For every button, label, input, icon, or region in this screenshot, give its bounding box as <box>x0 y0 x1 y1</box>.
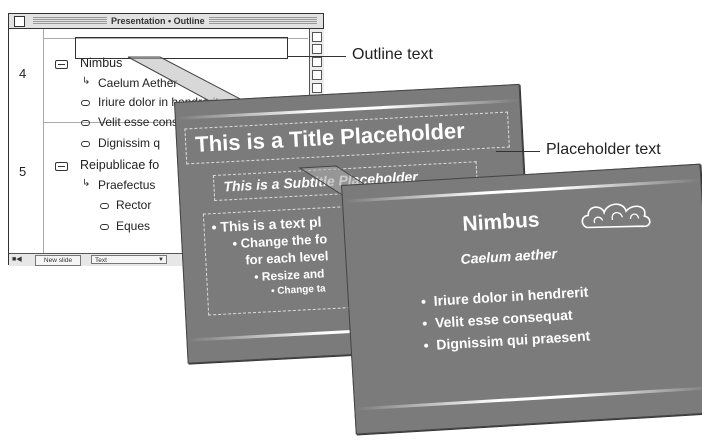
bullet-icon <box>81 120 90 126</box>
close-box[interactable] <box>14 16 25 27</box>
outline-slide-title[interactable]: Nimbus <box>80 56 123 70</box>
bullet-icon <box>100 224 109 230</box>
slide-icon[interactable] <box>55 162 68 171</box>
bullet-icon <box>100 203 109 209</box>
new-slide-button[interactable]: New slide <box>35 255 81 266</box>
outline-item[interactable]: Rector <box>116 198 152 212</box>
placeholder-text-callout: Placeholder text <box>546 141 661 158</box>
slide-bullet[interactable]: • Iriure dolor in hendrerit <box>420 283 589 310</box>
outline-item[interactable]: Eques <box>116 219 151 233</box>
text-style-value: Text <box>95 257 107 264</box>
slide-subtitle[interactable]: Caelum aether <box>460 245 558 268</box>
scroll-page-button[interactable] <box>312 57 322 67</box>
view-buttons[interactable]: ■◀ <box>12 256 22 263</box>
outline-slide-title[interactable]: Reipublicae fo <box>80 158 160 172</box>
outline-item[interactable]: Caelum Aether <box>98 76 178 90</box>
outline-text-callout: Outline text <box>352 46 433 63</box>
slide-title[interactable]: Nimbus <box>461 208 541 236</box>
bullet-icon <box>81 141 90 147</box>
window-title: Presentation • Outline <box>107 14 209 28</box>
slide-bullet[interactable]: • Dignissim qui praesent <box>423 327 591 354</box>
outline-item[interactable]: Praefectus <box>98 178 156 192</box>
chevron-down-icon: ▼ <box>158 257 164 263</box>
outline-text-leader-line <box>288 56 346 57</box>
nimbus-slide[interactable]: Nimbus Caelum aether • Iriure dolor in h… <box>341 163 702 435</box>
text-style-select[interactable]: Text ▼ <box>91 255 167 264</box>
scroll-mid-button[interactable] <box>312 44 322 54</box>
outline-text-highlight-box <box>75 37 288 59</box>
slide-number: 5 <box>19 164 27 179</box>
slide-icon[interactable] <box>55 60 68 69</box>
outline-title-bar[interactable]: Presentation • Outline <box>9 14 323 29</box>
scroll-down-button[interactable] <box>312 83 322 93</box>
scroll-thumb[interactable] <box>312 70 322 80</box>
placeholder-text-leader-line <box>496 151 540 152</box>
scroll-up-button[interactable] <box>312 32 322 42</box>
slide-bottom-highlight <box>355 386 702 411</box>
slide-bullet[interactable]: • Velit esse consequat <box>421 306 573 332</box>
cloud-logo-icon <box>581 203 651 229</box>
subitem-arrow-icon: ↳ <box>82 178 91 189</box>
outline-item[interactable]: Dignissim q <box>98 136 161 150</box>
subitem-arrow-icon: ↳ <box>82 76 91 87</box>
slide-number: 4 <box>19 66 27 81</box>
bullet-icon <box>81 100 90 106</box>
